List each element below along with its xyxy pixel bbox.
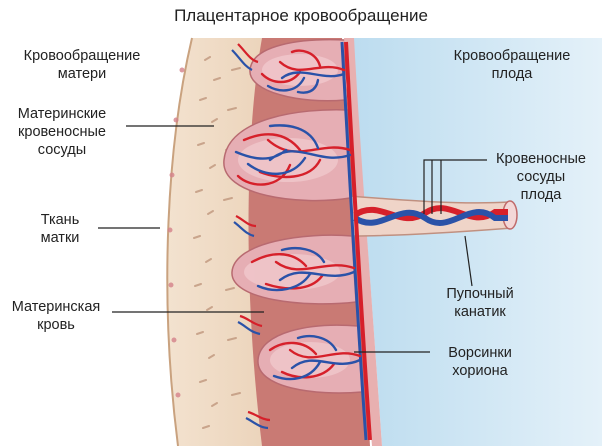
label-line: кровеносные	[18, 124, 106, 140]
label-line: хориона	[452, 363, 508, 379]
label-fetal-circulation: Кровообращение плода	[432, 47, 592, 83]
label-maternal-blood: Материнская кровь	[0, 298, 112, 334]
label-line: Материнская	[11, 299, 101, 315]
label-chorionic-villi: Ворсинки хориона	[430, 344, 530, 380]
label-line: Материнские	[17, 106, 107, 122]
label-line: плода	[491, 66, 533, 82]
label-line: Ткань	[40, 212, 80, 228]
leader-lines	[98, 125, 487, 353]
label-line: матери	[57, 66, 107, 82]
label-line: сосуды	[37, 142, 87, 158]
leader-umbilical-cord	[464, 235, 473, 287]
chorion-vein-trunk	[340, 41, 368, 441]
label-uterine-tissue: Ткань матки	[30, 211, 90, 247]
label-line: Кровообращение	[23, 48, 141, 64]
amniotic-fluid	[352, 38, 602, 446]
label-umbilical-cord: Пупочный канатик	[430, 285, 530, 321]
label-line: матки	[40, 230, 80, 246]
uterine-wall-texture	[193, 56, 241, 429]
label-line: Кровообращение	[453, 48, 571, 64]
label-line: канатик	[454, 304, 506, 320]
uterine-wall-dots	[167, 67, 185, 398]
label-line: кровь	[37, 317, 75, 333]
label-maternal-vessels: Материнские кровеносные сосуды	[0, 105, 124, 159]
label-fetal-vessels: Кровеносные сосуды плода	[488, 150, 594, 204]
umbilical-vein	[353, 209, 508, 226]
page-title: Плацентарное кровообращение	[174, 6, 428, 25]
leader-fetal-vessels	[423, 159, 487, 214]
maternal-vessels	[231, 43, 271, 430]
chorion-artery-trunk	[344, 41, 372, 441]
label-line: Кровеносные	[496, 151, 586, 167]
label-maternal-circulation: Кровообращение матери	[0, 47, 164, 83]
label-line: Пупочный	[446, 286, 514, 302]
label-line: сосуды	[516, 169, 566, 185]
umbilical-artery	[353, 205, 508, 222]
villi-vessels	[234, 49, 362, 381]
label-line: плода	[520, 187, 562, 203]
label-line: Ворсинки	[448, 345, 512, 361]
chorionic-plate	[344, 38, 382, 446]
